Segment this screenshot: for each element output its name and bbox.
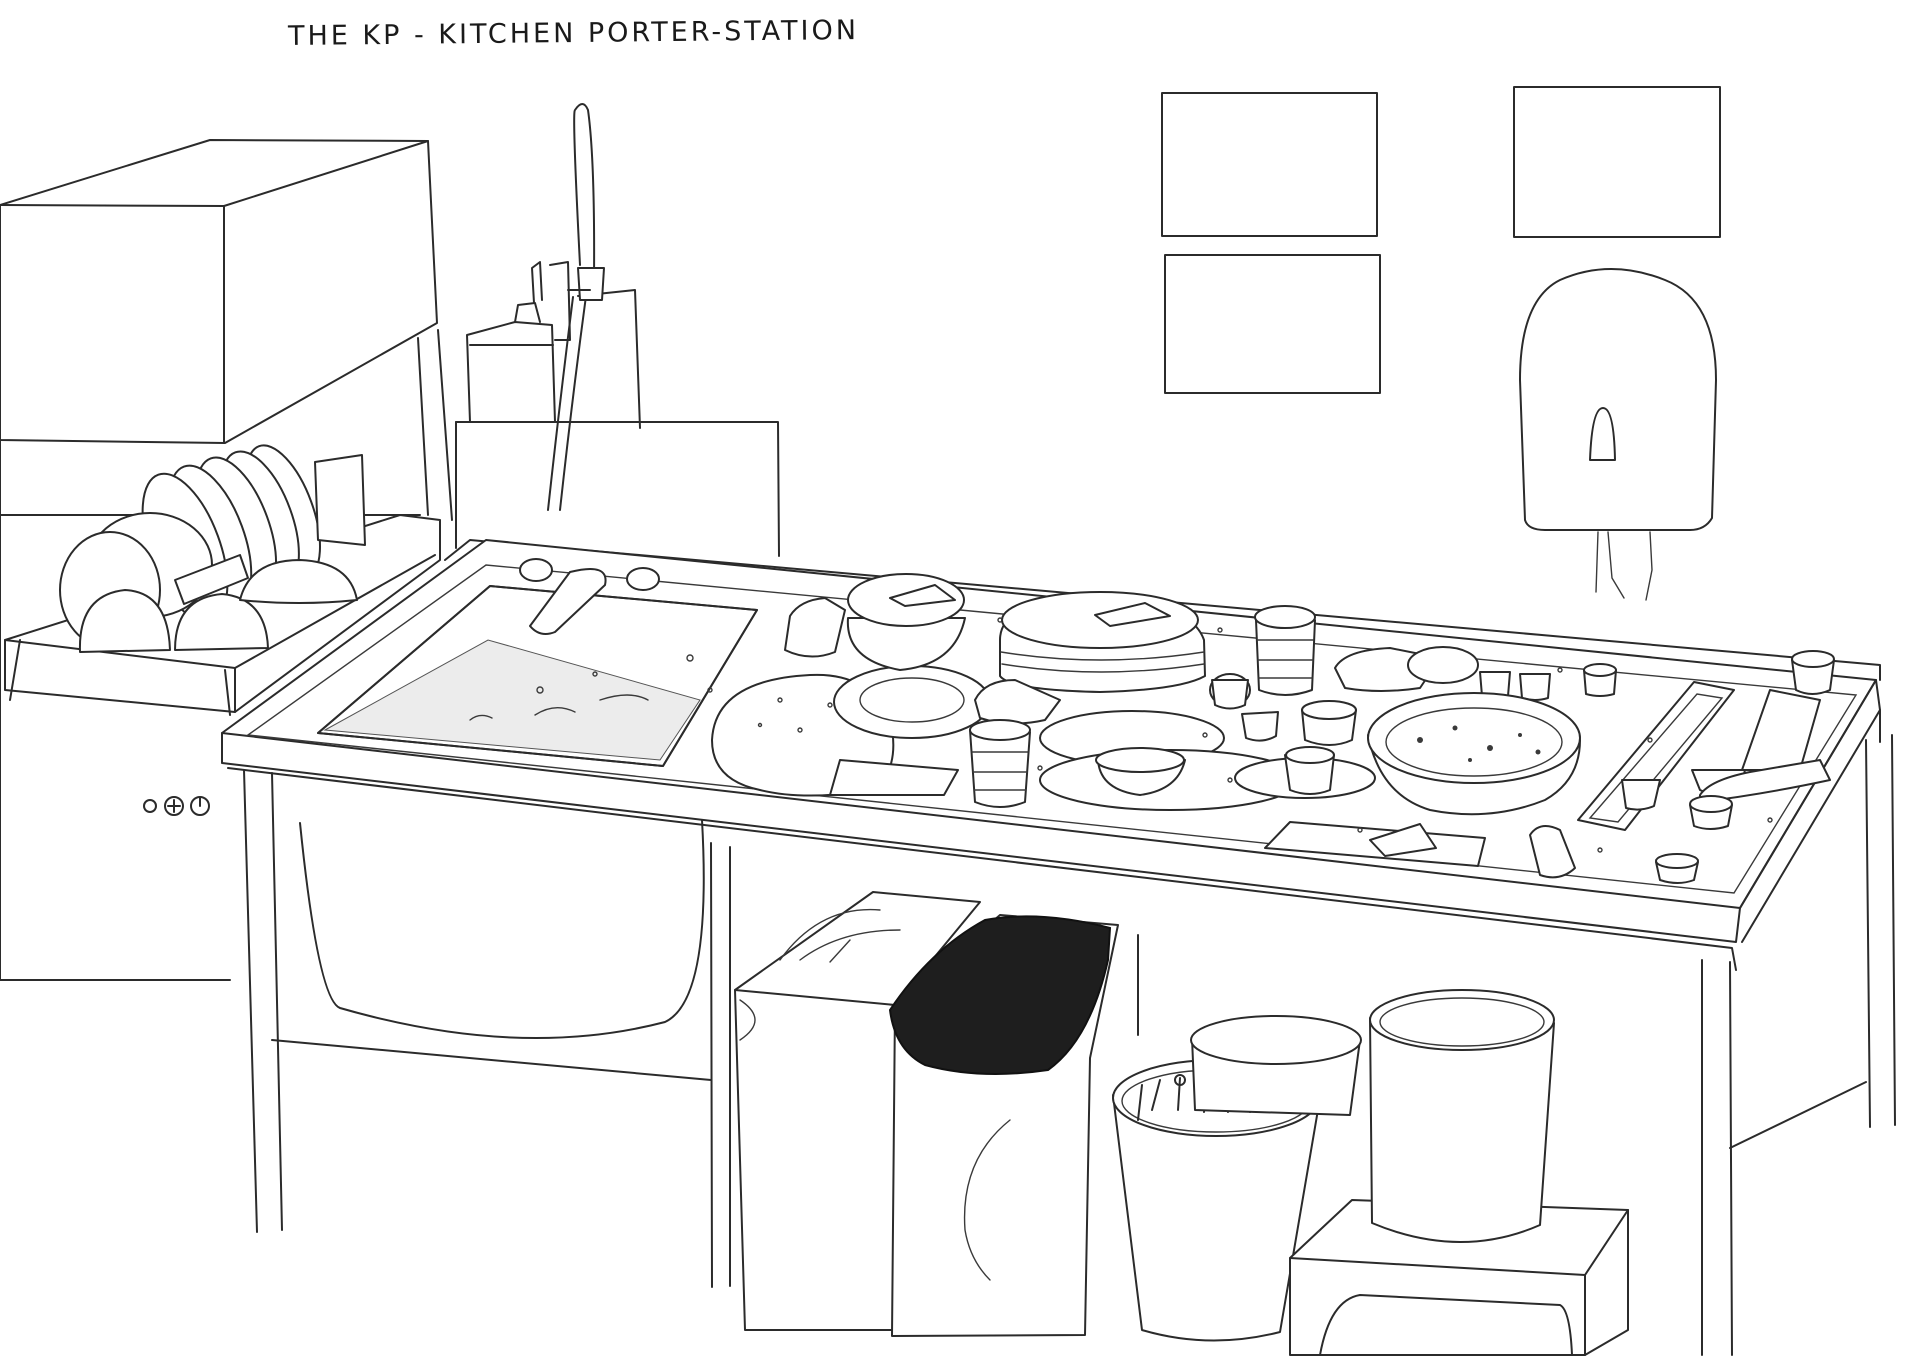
wall-notice-top-left <box>1161 92 1378 237</box>
sink-tap <box>519 558 660 635</box>
step-stool <box>1289 1199 1629 1356</box>
machine-control-panel <box>143 796 210 816</box>
dish-rack <box>4 444 441 716</box>
tall-bucket <box>1369 989 1555 1243</box>
dirty-dishes <box>711 573 1835 884</box>
ramekin-stack <box>969 719 1031 808</box>
tap-knob-icon <box>519 558 553 582</box>
wall-notice-top-right <box>1513 86 1721 238</box>
large-mixing-bowl <box>1367 692 1581 816</box>
fork-icon <box>1174 1074 1186 1086</box>
plus-button-icon <box>164 796 184 816</box>
general-waste-bin <box>888 914 1119 1337</box>
sink-basin <box>299 585 758 1040</box>
paper-towel-dispenser <box>1519 268 1717 601</box>
ramekin-stack <box>1254 605 1316 696</box>
dishwasher <box>0 139 453 981</box>
lidded-bucket <box>1190 1015 1362 1116</box>
wall-notice-bottom-left <box>1164 254 1381 394</box>
spray-head-icon <box>577 267 605 301</box>
dispenser-lever-icon <box>1589 407 1616 461</box>
status-light-icon <box>143 799 157 813</box>
chemical-bottle <box>466 261 571 423</box>
pre-rinse-spray-hose <box>547 103 605 511</box>
tap-knob-icon <box>626 567 660 591</box>
